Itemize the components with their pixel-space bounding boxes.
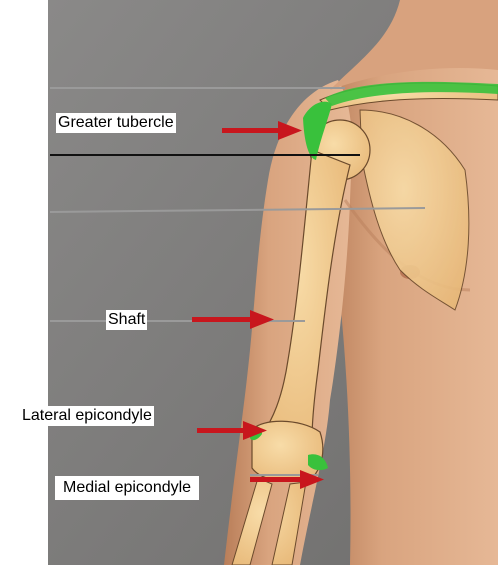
label-lateral-epicondyle: Lateral epicondyle: [20, 406, 154, 426]
label-shaft: Shaft: [106, 310, 147, 330]
label-medial-epicondyle: Medial epicondyle: [55, 476, 199, 500]
label-greater-tubercle: Greater tubercle: [56, 113, 176, 133]
